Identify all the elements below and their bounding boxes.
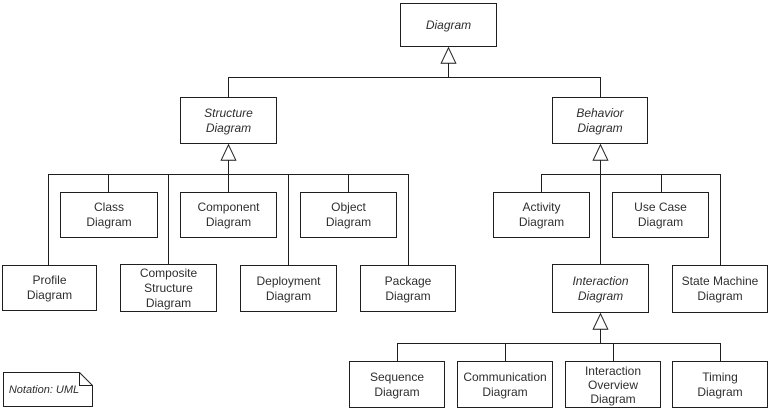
node-activity-diagram: Activity Diagram bbox=[493, 192, 590, 238]
node-state-machine-diagram: State Machine Diagram bbox=[672, 265, 768, 313]
connector-line bbox=[541, 174, 542, 192]
node-label: State Machine Diagram bbox=[681, 274, 759, 303]
connector-line bbox=[720, 174, 721, 265]
node-label: Component Diagram bbox=[197, 200, 260, 229]
connector-line bbox=[720, 343, 721, 361]
connector-line bbox=[600, 160, 601, 264]
node-class-diagram: Class Diagram bbox=[60, 192, 158, 238]
generalization-arrow-icon bbox=[592, 313, 609, 330]
node-profile-diagram: Profile Diagram bbox=[2, 265, 97, 311]
connector-line bbox=[48, 174, 49, 265]
node-component-diagram: Component Diagram bbox=[180, 192, 277, 238]
node-label: Communication Diagram bbox=[463, 369, 547, 399]
node-label: Timing Diagram bbox=[697, 369, 743, 399]
node-label: Profile Diagram bbox=[26, 273, 73, 302]
node-label: Activity Diagram bbox=[518, 200, 565, 229]
connector-line bbox=[505, 343, 506, 361]
node-use-case-diagram: Use Case Diagram bbox=[612, 192, 709, 238]
connector-line bbox=[661, 174, 662, 192]
connector-line bbox=[228, 77, 229, 97]
node-label: Structure Diagram bbox=[204, 105, 253, 135]
node-label: Class Diagram bbox=[86, 200, 132, 229]
node-label: Composite Structure Diagram bbox=[139, 265, 198, 310]
connector-line bbox=[397, 343, 721, 344]
node-label: Behavior Diagram bbox=[576, 105, 624, 135]
node-deployment-diagram: Deployment Diagram bbox=[240, 265, 337, 312]
node-label: Interaction Overview Diagram bbox=[584, 363, 642, 406]
generalization-arrow-icon bbox=[440, 47, 457, 64]
node-structure-diagram: Structure Diagram bbox=[180, 97, 277, 144]
connector-line bbox=[228, 160, 229, 174]
connector-line bbox=[348, 174, 349, 192]
node-object-diagram: Object Diagram bbox=[300, 192, 397, 238]
connector-line bbox=[600, 329, 601, 343]
node-label: Deployment Diagram bbox=[256, 273, 321, 303]
node-label: Sequence Diagram bbox=[369, 369, 425, 399]
connector-line bbox=[228, 174, 229, 192]
connector-line bbox=[408, 174, 409, 265]
node-interaction-overview-diagram: Interaction Overview Diagram bbox=[565, 361, 661, 408]
notation-note-label: Notation: UML bbox=[8, 383, 80, 396]
node-label: Package Diagram bbox=[384, 273, 432, 303]
node-label: Interaction Diagram bbox=[572, 273, 629, 303]
connector-line bbox=[448, 63, 449, 77]
node-label: Use Case Diagram bbox=[634, 200, 687, 229]
generalization-arrow-icon bbox=[220, 144, 237, 161]
node-diagram: Diagram bbox=[400, 3, 497, 47]
connector-line bbox=[108, 174, 109, 192]
node-interaction-diagram: Interaction Diagram bbox=[552, 264, 649, 313]
connector-line bbox=[228, 77, 601, 78]
node-composite-structure-diagram: Composite Structure Diagram bbox=[120, 264, 217, 312]
node-communication-diagram: Communication Diagram bbox=[457, 361, 553, 408]
connector-line bbox=[541, 174, 721, 175]
connector-line bbox=[288, 174, 289, 265]
connector-line bbox=[397, 343, 398, 361]
node-label: Diagram bbox=[425, 17, 472, 32]
node-package-diagram: Package Diagram bbox=[360, 265, 456, 312]
connector-line bbox=[600, 77, 601, 97]
connector-line bbox=[168, 174, 169, 264]
node-behavior-diagram: Behavior Diagram bbox=[552, 97, 648, 144]
note-icon bbox=[3, 372, 93, 407]
node-sequence-diagram: Sequence Diagram bbox=[349, 361, 445, 408]
node-timing-diagram: Timing Diagram bbox=[672, 361, 768, 408]
node-label: Object Diagram bbox=[325, 200, 372, 229]
connector-line bbox=[613, 343, 614, 361]
generalization-arrow-icon bbox=[592, 144, 609, 161]
notation-note: Notation: UML bbox=[3, 372, 93, 407]
